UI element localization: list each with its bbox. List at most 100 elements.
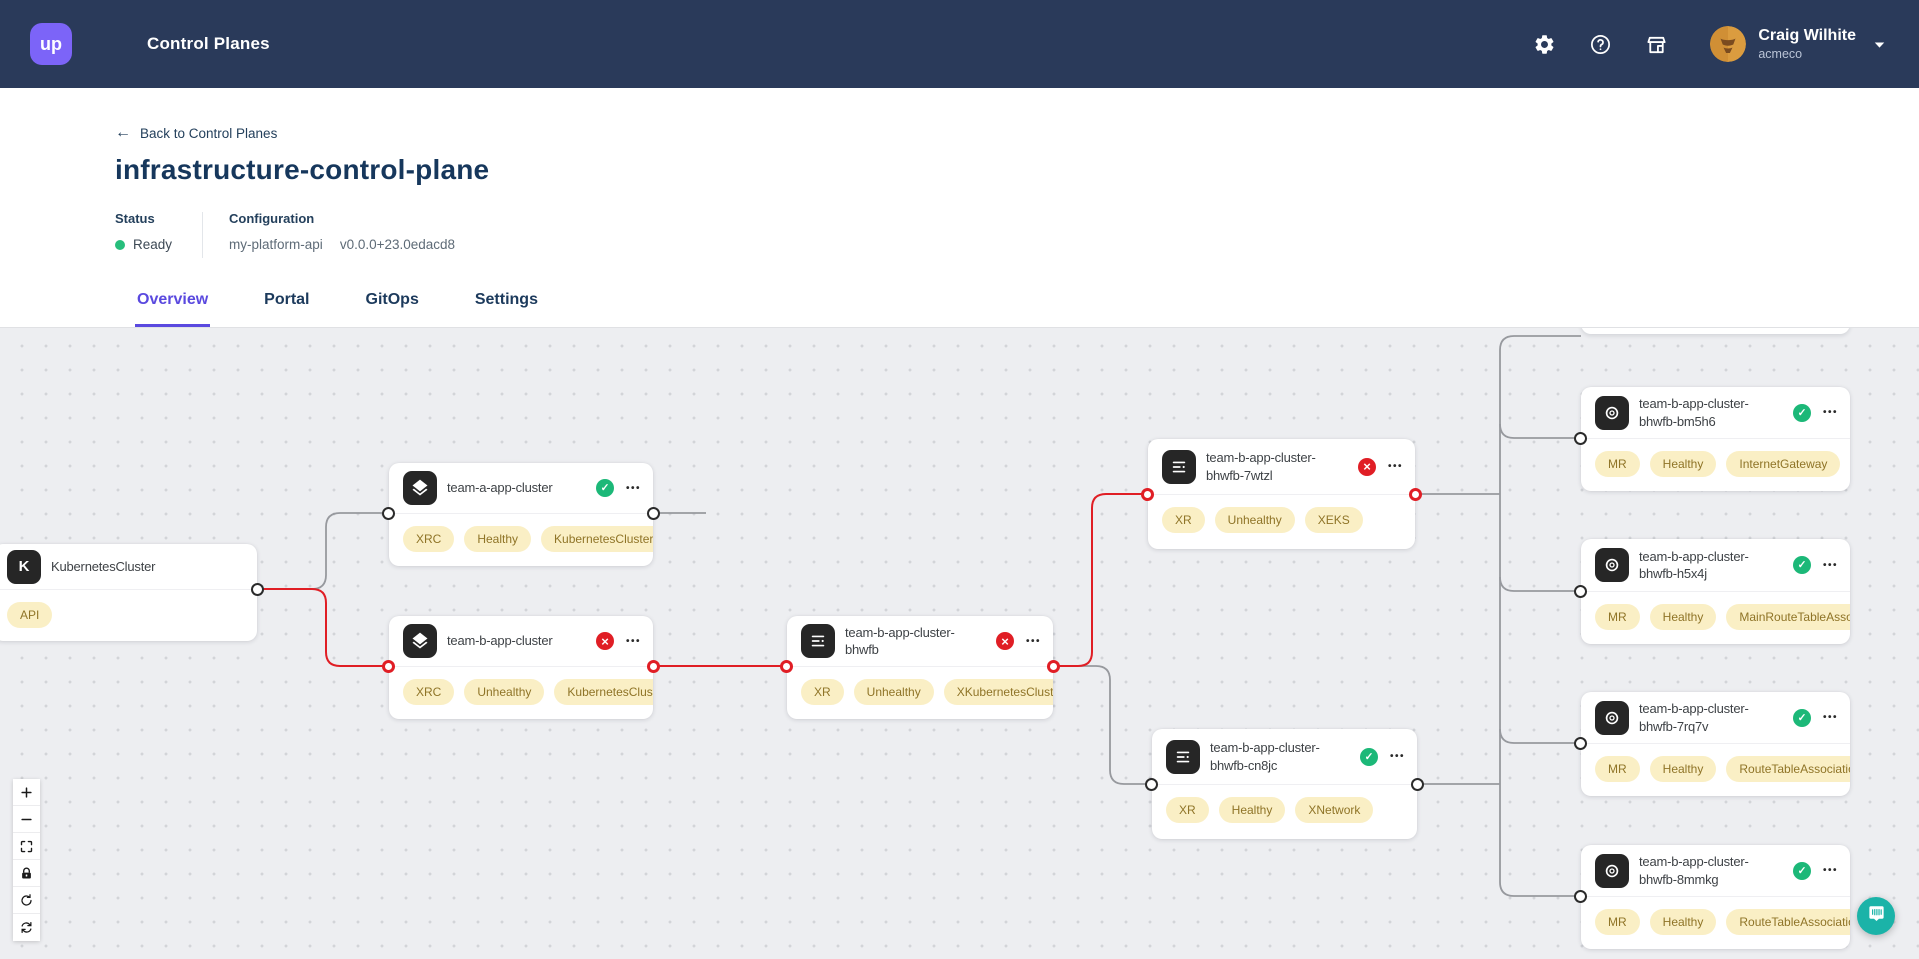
port-handle-right[interactable] [251, 583, 264, 596]
zoom-in-button[interactable] [13, 779, 40, 806]
port-handle-left[interactable] [1145, 778, 1158, 791]
layers-icon [403, 624, 437, 658]
tab-settings[interactable]: Settings [474, 291, 538, 308]
node-menu-button[interactable]: ••• [625, 482, 641, 494]
port-handle-right[interactable] [1047, 660, 1060, 673]
refresh-button[interactable] [13, 914, 40, 941]
tab-portal[interactable]: Portal [264, 291, 310, 308]
status-label: Status [115, 211, 155, 226]
healthy-status-icon: ✓ [1792, 861, 1811, 880]
node-partial-card-top[interactable] [1581, 328, 1850, 334]
tab-overview[interactable]: Overview [135, 291, 211, 327]
node-menu-button[interactable]: ••• [1025, 635, 1041, 647]
healthy-status-icon: ✓ [1792, 708, 1811, 727]
badge: RouteTableAssociation [1726, 909, 1850, 935]
port-handle-right[interactable] [647, 660, 660, 673]
back-link-label: Back to Control Planes [140, 125, 278, 141]
node-menu-button[interactable]: ••• [625, 635, 641, 647]
node-menu-button[interactable]: ••• [1387, 461, 1403, 472]
badge: Unhealthy [464, 679, 545, 705]
lock-button[interactable] [13, 860, 40, 887]
node-menu-button[interactable]: ••• [1822, 865, 1838, 876]
node-divider [787, 666, 1053, 667]
marketplace-icon[interactable] [1645, 33, 1668, 56]
configuration-version: v0.0.0+23.0edacd8 [339, 237, 456, 252]
badge: XRC [403, 679, 455, 705]
port-handle-left[interactable] [1574, 585, 1587, 598]
port-handle-left[interactable] [1141, 488, 1154, 501]
fit-view-button[interactable] [13, 833, 40, 860]
top-navbar: up Control Planes Craig Wilhite acmeco [0, 0, 1919, 88]
node-badges: XRCUnhealthyKubernetesCluster [403, 679, 653, 705]
badge: RouteTableAssociation [1726, 756, 1850, 782]
unhealthy-status-icon: × [1357, 457, 1376, 476]
port-handle-left[interactable] [382, 660, 395, 673]
upbound-logo[interactable]: up [30, 23, 72, 65]
node-divider [1581, 438, 1850, 439]
healthy-status-icon: ✓ [1792, 403, 1811, 422]
grid-icon[interactable] [110, 32, 134, 56]
divider [202, 212, 204, 258]
back-link[interactable]: ← Back to Control Planes [115, 125, 277, 141]
kubernetes-icon: K [7, 549, 41, 584]
app-title: Control Planes [147, 34, 270, 53]
node-menu-button[interactable]: ••• [1822, 559, 1838, 571]
node-menu-button[interactable]: ••• [1822, 712, 1838, 723]
status-block: Status Ready [115, 211, 172, 252]
layers-icon [403, 471, 437, 505]
status-value: Ready [133, 237, 173, 252]
zoom-controls [13, 779, 40, 941]
table-icon [801, 624, 835, 658]
rotate-button[interactable] [13, 887, 40, 914]
target-icon [1595, 395, 1629, 430]
port-handle-left[interactable] [780, 660, 793, 673]
target-icon [1595, 548, 1629, 582]
badge: Healthy [1218, 797, 1286, 823]
port-handle-left[interactable] [1574, 432, 1587, 445]
node-divider [1581, 591, 1850, 592]
chat-launcher-button[interactable] [1857, 897, 1895, 935]
caret-down-icon[interactable] [1870, 35, 1889, 54]
port-handle-right[interactable] [1411, 778, 1424, 791]
badge: KubernetesCluster [541, 526, 653, 552]
avatar[interactable] [1710, 26, 1747, 62]
target-icon [1595, 700, 1629, 735]
user-menu[interactable]: Craig Wilhite acmeco [1758, 27, 1856, 61]
badge: MR [1595, 451, 1640, 477]
zoom-out-button[interactable] [13, 806, 40, 833]
port-handle-left[interactable] [1574, 737, 1587, 750]
port-handle-right[interactable] [1409, 488, 1422, 501]
node-title: team-b-app-cluster-bhwfb-7wtzl [1206, 450, 1316, 483]
tab-bar: Overview Portal GitOps Settings [135, 291, 540, 327]
badge: XNetwork [1295, 797, 1374, 823]
table-icon [1162, 449, 1196, 484]
tab-gitops[interactable]: GitOps [365, 291, 419, 308]
help-icon[interactable] [1589, 33, 1612, 56]
port-handle-left[interactable] [382, 507, 395, 520]
node-divider [1581, 743, 1850, 744]
badge: XR [801, 679, 844, 705]
badge: API [7, 602, 53, 628]
node-divider [1581, 896, 1850, 897]
badge: XEKS [1304, 507, 1363, 533]
node-menu-button[interactable]: ••• [1389, 751, 1405, 762]
settings-gear-icon[interactable] [1533, 33, 1556, 56]
port-handle-right[interactable] [647, 507, 660, 520]
node-menu-button[interactable]: ••• [1822, 407, 1838, 418]
node-title: team-b-app-cluster-bhwfb-h5x4j [1639, 548, 1749, 581]
node-title: KubernetesCluster [51, 558, 156, 574]
port-handle-left[interactable] [1574, 890, 1587, 903]
